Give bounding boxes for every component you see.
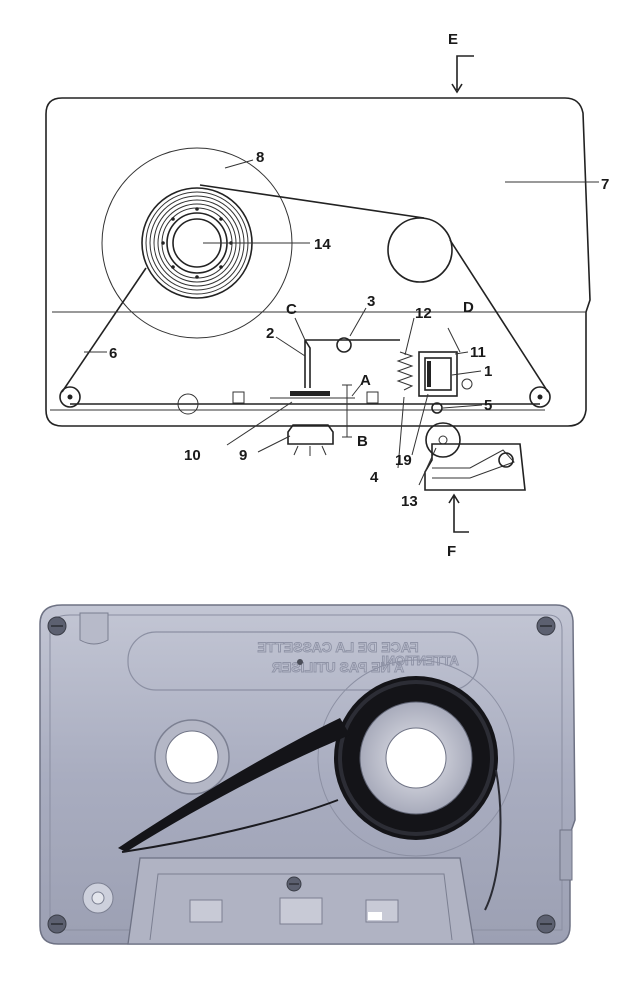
head-opening-inner <box>149 873 453 941</box>
light-rays <box>293 445 327 456</box>
small-square-right <box>366 391 379 404</box>
small-square-left <box>232 391 245 404</box>
tape-path-top <box>199 184 425 219</box>
head-bar-10 <box>290 391 330 396</box>
left-roller-axle <box>67 394 73 400</box>
embossed-panel <box>127 631 479 691</box>
label-8: 8 <box>256 149 264 166</box>
head-window-center <box>279 897 323 925</box>
right-roller-axle <box>537 394 543 400</box>
label-2: 2 <box>266 325 274 342</box>
pinch-roller-13 <box>425 422 461 458</box>
left-roller <box>59 386 81 408</box>
left-hub-window <box>165 730 219 784</box>
head-slot <box>368 912 382 920</box>
label-d: D <box>463 299 474 316</box>
head-box-inner <box>424 357 452 391</box>
label-7: 7 <box>601 176 609 193</box>
pinch-roller-axle <box>438 435 448 445</box>
label-4: 4 <box>370 469 379 486</box>
leader-lines <box>84 159 599 486</box>
bracket-f-pivot <box>498 452 514 468</box>
label-6: 6 <box>109 345 117 362</box>
label-10: 10 <box>184 447 201 464</box>
arrow-e <box>451 55 474 94</box>
corner-screws <box>47 616 556 934</box>
tape-strand-right <box>484 769 502 911</box>
label-e: E <box>448 31 458 48</box>
label-11: 11 <box>470 344 486 361</box>
bracket-f <box>424 443 526 491</box>
tape-path-left <box>61 267 147 393</box>
tape-path-right <box>449 239 549 393</box>
right-hub-window <box>385 727 447 789</box>
head-box-core <box>427 361 431 387</box>
tape-pack-gloss <box>338 680 494 836</box>
pivot-3 <box>336 337 352 353</box>
spring-12 <box>396 351 414 391</box>
label-13: 13 <box>401 493 418 510</box>
label-1: 1 <box>484 363 492 380</box>
tape-pack-halo <box>317 659 515 857</box>
cassette-outline <box>45 97 591 427</box>
pin-5 <box>431 402 443 414</box>
label-19: 19 <box>395 452 412 469</box>
arrow-f <box>448 493 469 533</box>
small-circle-right <box>461 378 473 390</box>
diagram-labels: E 8 7 14 C 3 D 2 12 6 11 1 A 5 B 10 9 19… <box>109 31 609 560</box>
shell-clip <box>79 612 109 645</box>
right-notch <box>559 829 573 881</box>
tape-strand-lower <box>121 799 339 853</box>
label-5: 5 <box>484 397 492 414</box>
bracket-f-arm <box>432 449 515 479</box>
guide-line-d <box>447 327 461 353</box>
label-14: 14 <box>314 236 331 253</box>
right-roller <box>529 386 551 408</box>
patent-diagram: E 8 7 14 C 3 D 2 12 6 11 1 A 5 B 10 9 19… <box>45 31 609 560</box>
guide-line-c <box>294 317 306 341</box>
lower-hole <box>177 393 199 415</box>
label-b: B <box>357 433 368 450</box>
label-3: 3 <box>367 293 375 310</box>
lever-arm <box>304 339 400 388</box>
label-c: C <box>286 301 297 318</box>
embossed-text-1: FACE DE LA CASSETTE <box>257 639 418 655</box>
tape-strand-upper <box>118 718 350 852</box>
right-hub-hole <box>387 217 453 283</box>
label-a: A <box>360 372 371 389</box>
light-source-9 <box>287 424 334 445</box>
head-window-left <box>189 899 223 923</box>
label-f: F <box>447 543 456 560</box>
label-12: 12 <box>415 305 432 322</box>
embossed-dot <box>297 659 303 665</box>
label-9: 9 <box>239 447 247 464</box>
cassette-photo: FACE DE LA CASSETTE A NE PAS UTILISER AT… <box>39 604 576 945</box>
